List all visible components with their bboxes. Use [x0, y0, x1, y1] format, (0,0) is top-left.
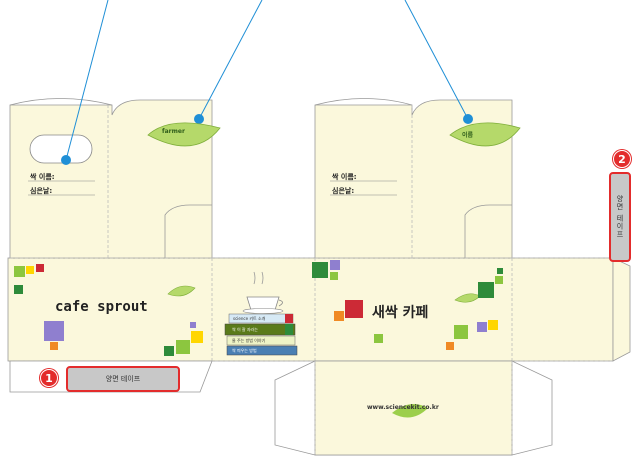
leaf-icon: [147, 122, 221, 147]
leader-line: [404, 0, 469, 120]
leaf-text: 이름: [462, 132, 474, 139]
decor-squares: [14, 264, 203, 356]
book-spine-text: 싹 이 잘 자라는: [232, 327, 258, 332]
leader-dot: [194, 114, 204, 124]
leader-dot: [463, 114, 473, 124]
callout-number: 1: [40, 369, 58, 387]
plant-name-label: 싹 이름:: [332, 173, 357, 181]
website-text: www.sciencekit.co.kr: [367, 404, 439, 411]
callout-number: 2: [613, 150, 631, 168]
plant-name-label: 싹 이름:: [30, 173, 55, 181]
book-spine-text: 싹 틔우는 방법: [232, 348, 257, 353]
tape-label-box: 양면 테이프: [609, 172, 631, 262]
tape-label: 양면 테이프: [616, 195, 624, 239]
side-glue-tab: [612, 257, 631, 362]
tape-label: 양면 테이프: [105, 375, 141, 383]
leader-line: [65, 0, 109, 161]
book-stack: [224, 313, 298, 356]
leaf-icon: [167, 285, 196, 297]
book-spine-text: 물 주는 방법 이야기: [232, 338, 266, 343]
decor-squares: [312, 260, 503, 350]
brand-en: cafe sprout: [55, 299, 148, 315]
brand-ko: 새싹 카페: [372, 305, 429, 321]
leaf-icon: [449, 122, 521, 147]
book-spine-text: science 키트 소개: [233, 316, 266, 321]
leaf-text: farmer: [162, 128, 185, 135]
planted-date-label: 심은날:: [30, 187, 53, 195]
leader-line: [198, 0, 263, 120]
coffee-cup-icon: [242, 271, 284, 314]
tape-label-box: 양면 테이프: [66, 366, 180, 392]
planted-date-label: 심은날:: [332, 187, 355, 195]
left-handle-hole: [29, 134, 93, 164]
leaf-icon: [392, 404, 428, 418]
leader-dot: [61, 155, 71, 165]
